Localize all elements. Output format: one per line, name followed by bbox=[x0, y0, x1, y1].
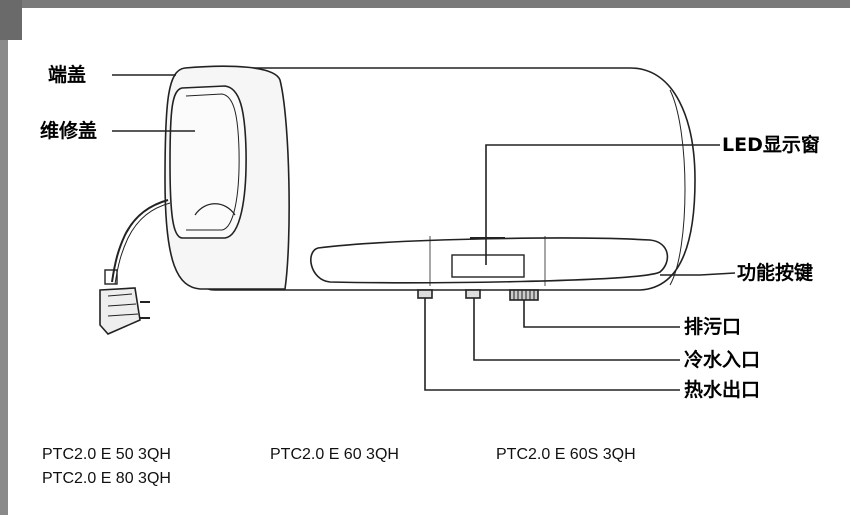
label-end-cap: 端盖 bbox=[48, 64, 87, 86]
hot-water-pipe bbox=[417, 289, 433, 299]
model-2: PTC2.0 E 60 3QH bbox=[270, 446, 399, 463]
leader-led bbox=[485, 144, 720, 265]
leader-keys bbox=[660, 272, 736, 276]
label-service-cover: 维修盖 bbox=[40, 120, 98, 142]
leader-drain bbox=[523, 300, 680, 328]
power-cord bbox=[111, 199, 169, 283]
model-3: PTC2.0 E 60S 3QH bbox=[496, 446, 636, 463]
service-cover bbox=[169, 85, 247, 239]
model-1: PTC2.0 E 50 3QH bbox=[42, 446, 171, 463]
leader-cold bbox=[473, 298, 680, 361]
label-function-keys: 功能按键 bbox=[737, 262, 814, 284]
label-drain-outlet: 排污口 bbox=[684, 316, 742, 338]
model-4: PTC2.0 E 80 3QH bbox=[42, 470, 171, 487]
label-led-window: LED显示窗 bbox=[722, 134, 820, 156]
led-window-shape bbox=[451, 254, 525, 278]
label-cold-water-inlet: 冷水入口 bbox=[684, 349, 761, 371]
cold-water-pipe bbox=[465, 289, 481, 299]
leader-hot bbox=[424, 298, 680, 391]
label-hot-water-outlet: 热水出口 bbox=[684, 379, 761, 401]
frame-corner-block bbox=[0, 0, 22, 40]
plug-unit bbox=[99, 287, 141, 335]
frame-top-bar bbox=[0, 0, 850, 8]
frame-left-bar bbox=[0, 0, 8, 515]
control-panel bbox=[310, 237, 669, 284]
